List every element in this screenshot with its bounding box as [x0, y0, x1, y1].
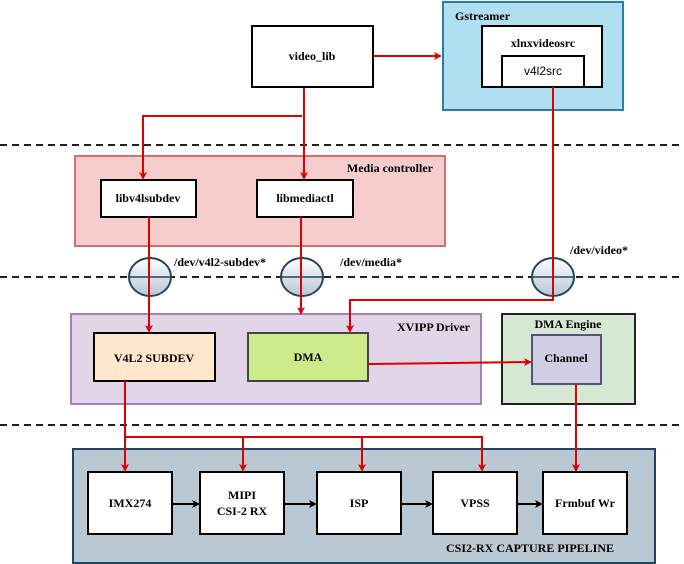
media-controller-title: Media controller	[347, 161, 434, 175]
video-lib-box: video_lib	[251, 25, 374, 88]
dma-engine-title: DMA Engine	[534, 317, 602, 331]
libv4lsubdev-label: libv4lsubdev	[116, 191, 181, 205]
vpss-block: VPSS	[460, 496, 490, 510]
channel-label: Channel	[544, 351, 588, 365]
xlnxvideosrc-label: xlnxvideosrc	[511, 36, 576, 50]
dev-media-label: /dev/media*	[339, 255, 402, 269]
imx274-block: IMX274	[109, 496, 152, 510]
v4l2src-label: v4l2src	[524, 64, 562, 78]
frmbuf-wr-block: Frmbuf Wr	[555, 496, 616, 510]
mipi-block-line2: CSI-2 RX	[217, 504, 268, 518]
gstreamer-group: Gstreamer xlnxvideosrc v4l2src	[442, 1, 624, 111]
dev-video-label: /dev/video*	[569, 243, 628, 257]
dev-subdev-label: /dev/v4l2-subdev*	[173, 255, 266, 269]
xvipp-driver-group: XVIPP Driver V4L2 SUBDEV DMA	[70, 313, 482, 405]
dma-engine-group: DMA Engine Channel	[501, 313, 636, 405]
v4l2-subdev-label: V4L2 SUBDEV	[114, 351, 195, 365]
libmediactl-label: libmediactl	[276, 191, 334, 205]
capture-pipeline-group: CSI2-RX CAPTURE PIPELINE IMX274 MIPI CSI-…	[72, 448, 656, 564]
mipi-block: MIPI	[228, 488, 256, 502]
red-connector-arrows	[121, 52, 580, 472]
gstreamer-title: Gstreamer	[455, 9, 511, 23]
pipeline-title: CSI2-RX CAPTURE PIPELINE	[446, 541, 614, 555]
isp-block: ISP	[350, 496, 369, 510]
svg-text:video_lib: video_lib	[289, 49, 336, 63]
media-controller-group: Media controller libv4lsubdev libmediact…	[74, 155, 446, 247]
xvipp-title: XVIPP Driver	[397, 320, 471, 334]
dma-label: DMA	[294, 350, 323, 364]
